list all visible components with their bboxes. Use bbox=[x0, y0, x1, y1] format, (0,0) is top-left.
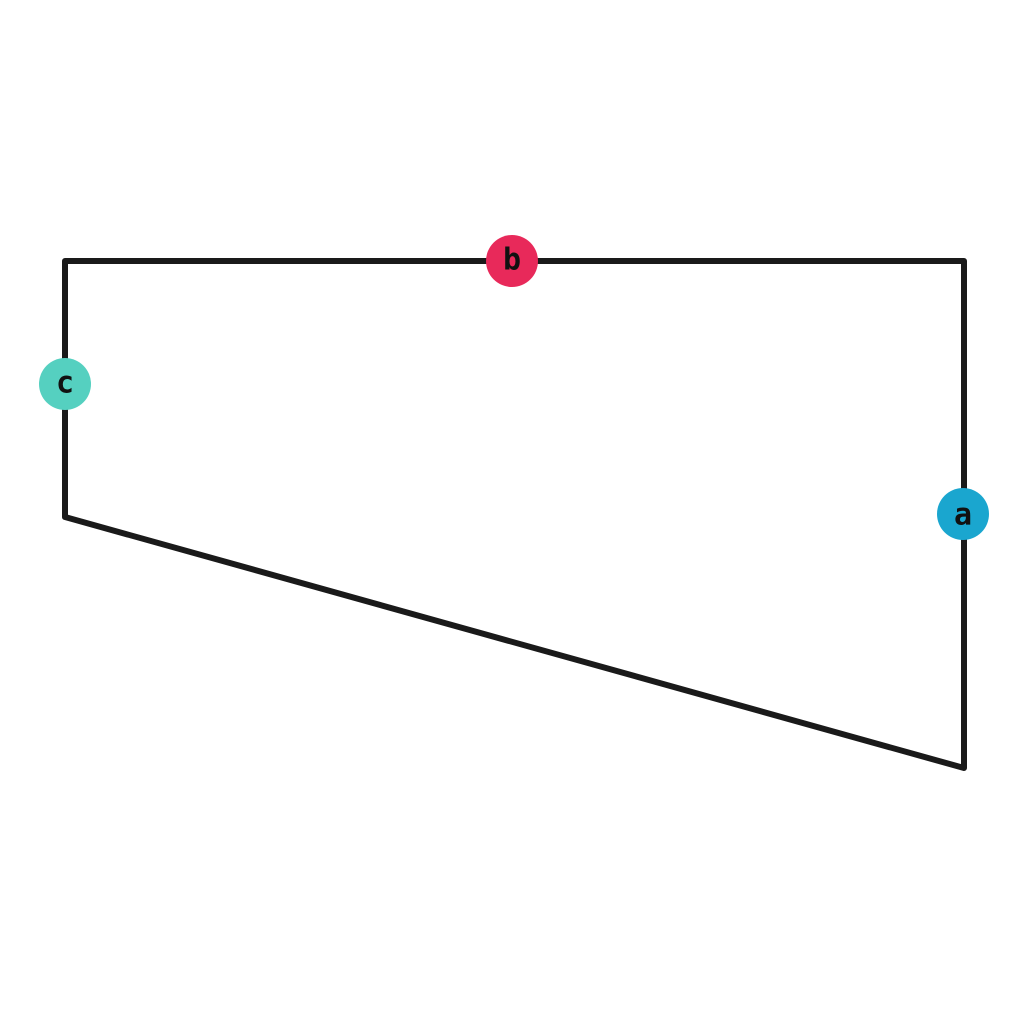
side-marker-c-label: c bbox=[56, 366, 74, 401]
side-marker-b-dot bbox=[486, 235, 538, 287]
side-marker-a-label: a bbox=[954, 498, 972, 533]
side-marker-c: c bbox=[39, 358, 91, 410]
side-marker-b-label: b bbox=[503, 243, 521, 278]
side-marker-b: b bbox=[486, 235, 538, 287]
side-marker-a: a bbox=[937, 488, 989, 540]
side-marker-c-dot bbox=[39, 358, 91, 410]
side-marker-a-dot bbox=[937, 488, 989, 540]
trapezoid-outline bbox=[62, 258, 967, 771]
